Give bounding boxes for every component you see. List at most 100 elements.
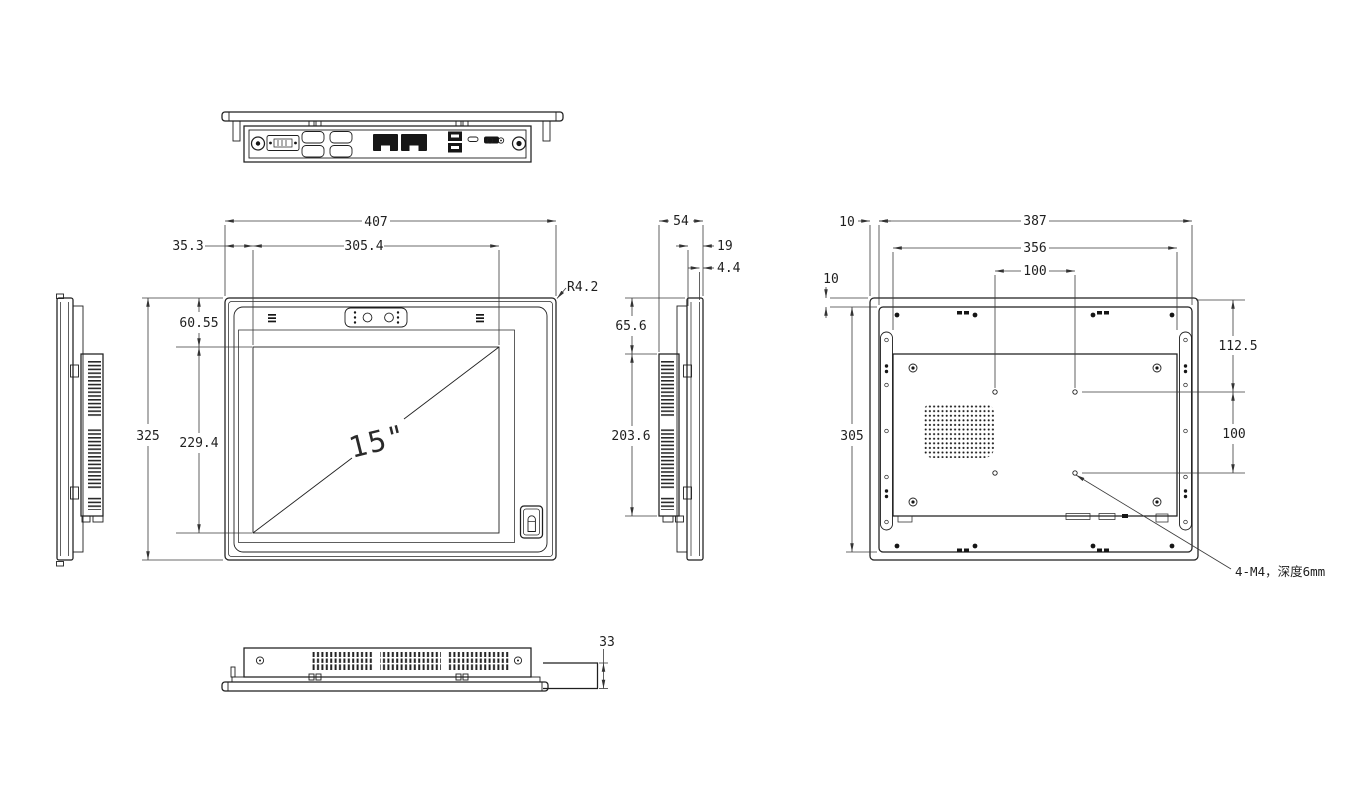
dim-vesa-width: 100 xyxy=(1023,264,1046,279)
dim-mount-span: 356 xyxy=(1023,241,1046,256)
vent-slots xyxy=(88,360,101,418)
diagonal-line xyxy=(403,346,500,420)
dim-bezel-top-height: 60.55 xyxy=(179,316,218,331)
mount-flange xyxy=(221,111,564,122)
front-flange-outline xyxy=(869,297,1199,561)
vent-slots xyxy=(88,428,101,490)
touch-glass-outline xyxy=(238,329,515,543)
module-box-outline xyxy=(892,353,1178,517)
mount-clip xyxy=(683,486,692,500)
clip-tab xyxy=(315,120,322,127)
foot xyxy=(662,515,674,523)
dim-front-section-depth: 19 xyxy=(717,239,733,254)
fingerprint-sensor xyxy=(519,505,544,539)
rear-view xyxy=(869,297,1199,561)
rear-cover-profile xyxy=(72,305,84,553)
dim-rear-height: 305 xyxy=(840,429,863,444)
bottom-screws xyxy=(255,656,523,665)
dim-module-height: 203.6 xyxy=(611,429,650,444)
side-dimensions: 54 19 4.4 65.6 203.6 xyxy=(609,214,741,517)
foot xyxy=(92,515,104,523)
clip-tab xyxy=(462,120,469,127)
mount-hook xyxy=(230,666,236,678)
vent-slots xyxy=(312,652,373,670)
camera-lens-icon xyxy=(362,312,373,323)
body-screws xyxy=(894,311,1175,552)
vesa-mount-note: 4-M4，深度6mm xyxy=(1235,564,1325,579)
module-corner-screws xyxy=(908,363,1162,507)
foot xyxy=(675,515,684,523)
dim-depth: 54 xyxy=(673,214,689,229)
dim-rear-overhang-h: 10 xyxy=(839,215,855,230)
dim-front-height: 325 xyxy=(136,429,159,444)
vent-slots xyxy=(448,652,509,670)
dim-module-top-offset: 65.6 xyxy=(615,319,646,334)
serial-port-icon xyxy=(329,145,353,158)
screen-size-label: 15" xyxy=(345,418,410,465)
mount-rail-left xyxy=(880,331,893,531)
rear-cover-profile xyxy=(676,305,688,553)
usb-ports-icon xyxy=(448,131,462,153)
power-jack-icon xyxy=(250,136,266,151)
speaker-grille xyxy=(923,403,994,458)
serial-port-icon xyxy=(329,131,353,144)
front-view: 15" xyxy=(224,297,557,561)
bezel-profile xyxy=(686,297,704,561)
dim-front-width: 407 xyxy=(364,215,387,230)
foot xyxy=(81,515,91,523)
vesa-holes xyxy=(992,389,1078,476)
camera-module xyxy=(344,307,408,328)
bezel-outline xyxy=(233,306,548,553)
dim-screen-height: 229.4 xyxy=(179,436,218,451)
mic-vent-icon xyxy=(476,314,484,323)
dim-screen-width: 305.4 xyxy=(344,239,383,254)
vent-slots xyxy=(661,428,674,490)
rear-body-outline xyxy=(878,306,1193,553)
mount-rail-right xyxy=(1179,331,1192,531)
dim-rear-width: 387 xyxy=(1023,214,1046,229)
bezel-profile xyxy=(56,297,74,561)
clip-tab xyxy=(308,120,315,127)
serial-port-icon xyxy=(301,131,325,144)
clip-tab xyxy=(455,120,462,127)
mount-tab xyxy=(56,561,64,567)
ethernet-port-icon xyxy=(401,134,427,151)
module-box-profile xyxy=(80,353,104,517)
dim-vesa-height: 100 xyxy=(1222,427,1245,442)
mount-clip xyxy=(70,486,79,500)
dim-rear-overhang-v: 10 xyxy=(823,272,839,287)
dim-vesa-top-offset: 112.5 xyxy=(1218,339,1257,354)
left-side-view xyxy=(56,293,104,567)
mount-clip xyxy=(70,364,79,378)
ethernet-port-icon xyxy=(373,134,398,151)
mount-flange xyxy=(221,681,549,692)
mount-clip xyxy=(683,364,692,378)
vent-slots xyxy=(88,496,101,510)
mount-flange-inner xyxy=(231,676,541,683)
vent-slots xyxy=(661,496,674,510)
side-view xyxy=(658,297,704,561)
front-panel-outline xyxy=(224,297,557,561)
vent-slots xyxy=(380,652,441,670)
mount-hook xyxy=(542,120,551,142)
mic-vent-icon xyxy=(268,314,276,323)
dim-screen-offset: 35.3 xyxy=(172,239,203,254)
front-dimensions: 407 35.3 305.4 R4.2 325 60.55 229.4 xyxy=(134,215,598,561)
terminal-block-icon xyxy=(266,135,300,151)
rear-dimensions: 10 387 356 100 10 305 112.5 100 xyxy=(823,214,1325,579)
dim-panel-thickness: 4.4 xyxy=(717,261,741,276)
diagonal-line xyxy=(252,457,353,534)
usb-c-port-icon xyxy=(467,136,479,142)
top-view xyxy=(221,111,564,163)
light-sensor-icon xyxy=(384,312,394,323)
vent-slots xyxy=(661,360,674,418)
serial-port-icon xyxy=(301,145,325,158)
dim-corner-radius: R4.2 xyxy=(567,280,598,295)
antenna-connector-icon xyxy=(511,136,527,151)
bottom-dimensions: 33 xyxy=(599,635,615,689)
dim-mount-depth: 33 xyxy=(599,635,615,650)
chassis-body xyxy=(243,125,532,163)
led-indicators xyxy=(486,137,505,144)
